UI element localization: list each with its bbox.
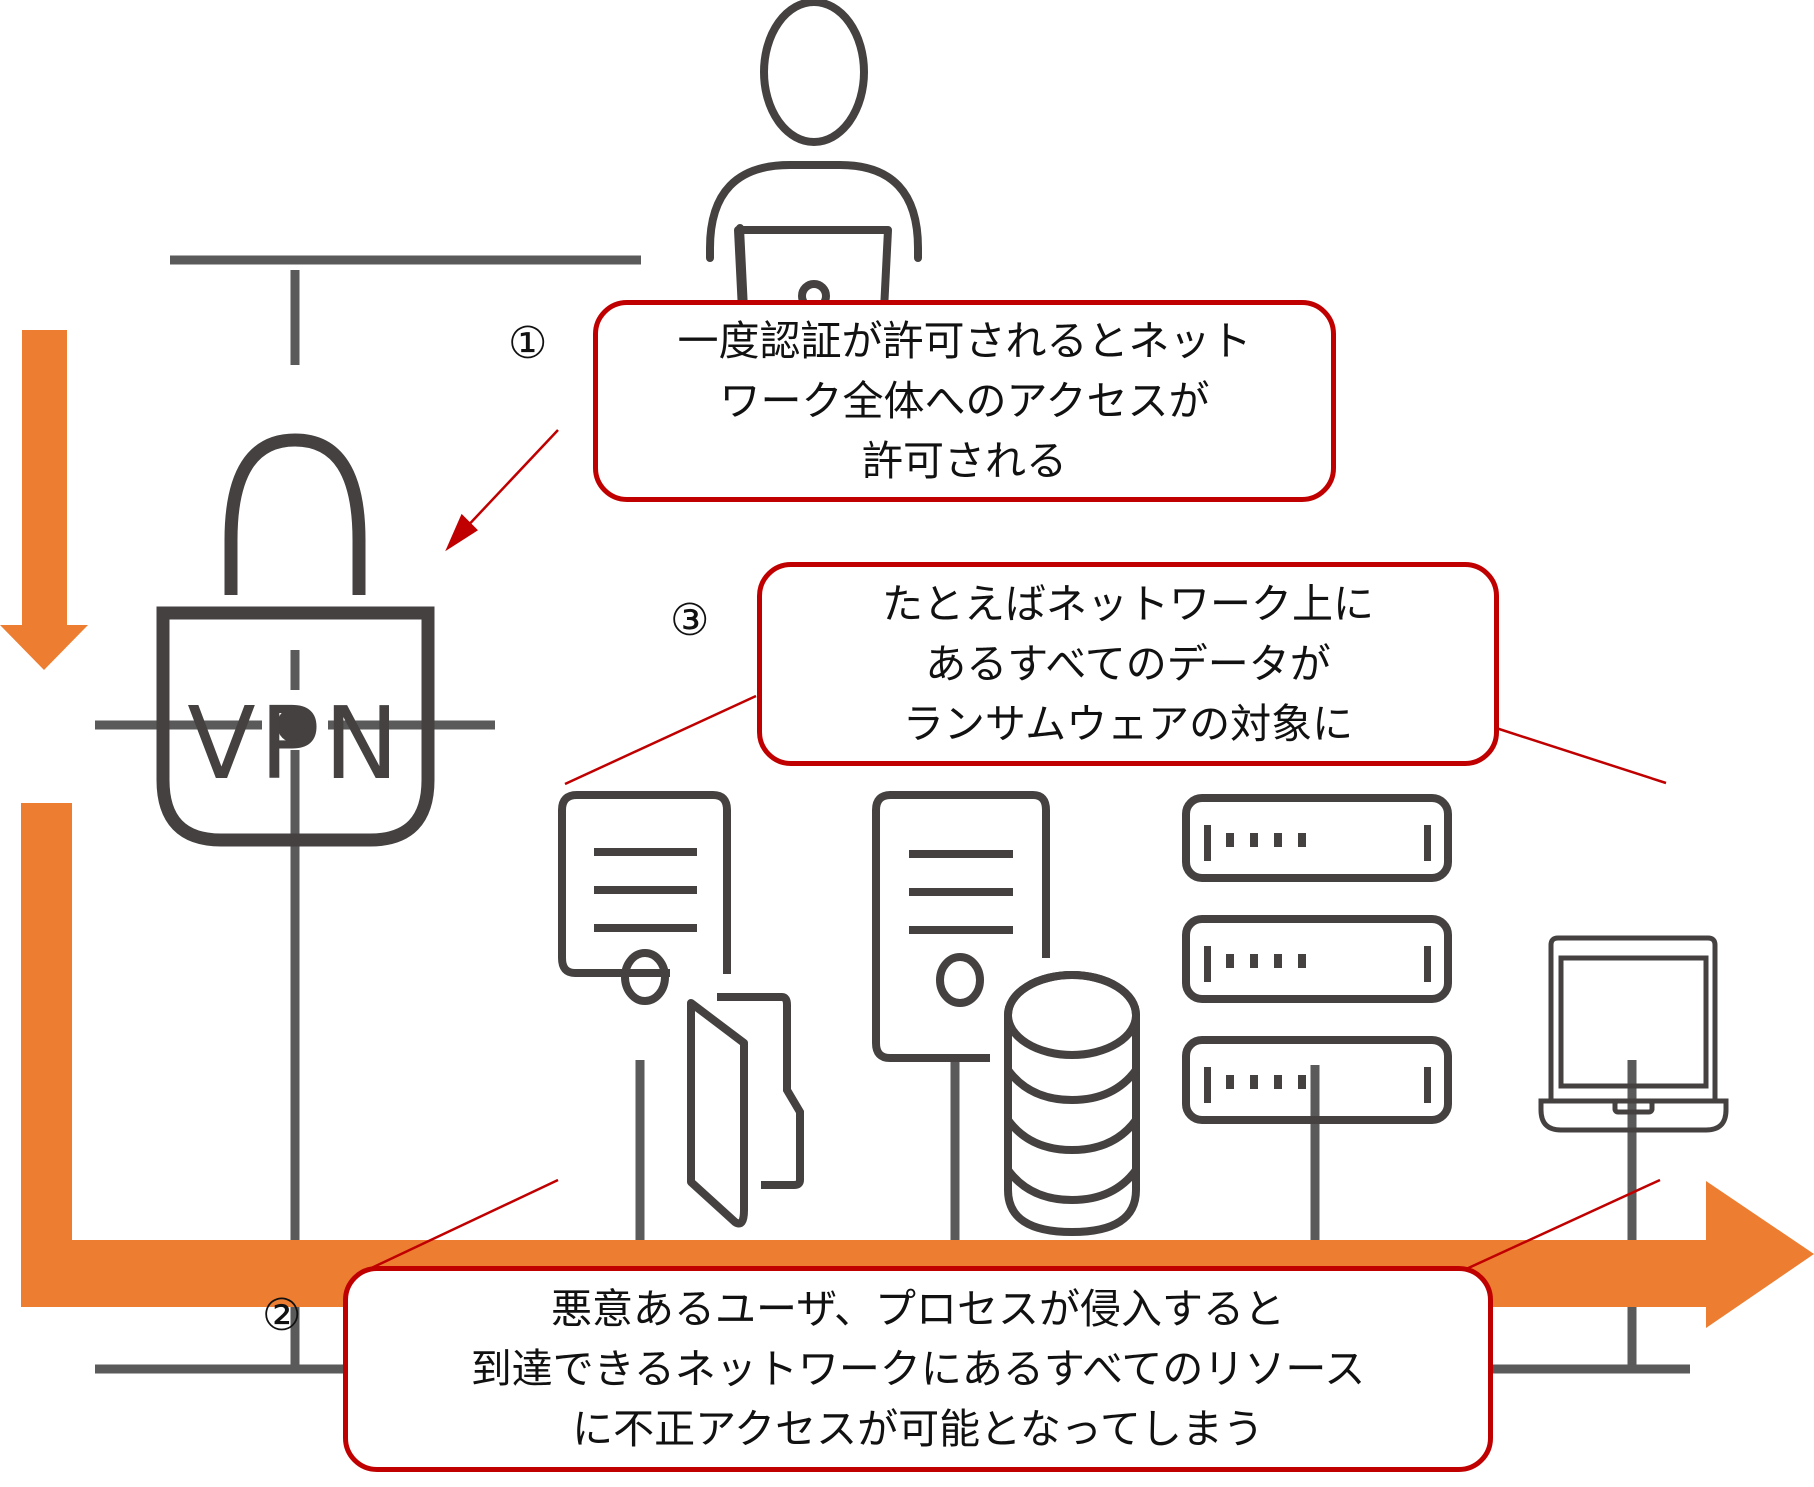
callout-3-number: ③ [670,595,710,646]
intrusion-spread-arrow [21,803,1814,1328]
pointer-2-left [362,1178,559,1274]
vpn-lock-icon [156,433,435,847]
network-node-dot [277,707,313,743]
callout-2-line-3: に不正アクセスが可能となってしまう [572,1405,1264,1453]
callout-3-line-3: ランサムウェアの対象に [902,700,1354,748]
callout-1-line-1: 一度認証が許可されるとネット [677,317,1252,365]
intrusion-flow-arrows [0,330,1814,1328]
callout-2: 悪意あるユーザ、プロセスが侵入すると 到達できるネットワークにあるすべてのリソー… [343,1266,1493,1472]
rack-server-stack-icon [1182,794,1452,1124]
server-with-folder-icon [558,791,804,1228]
callout-1-line-2: ワーク全体へのアクセスが [719,377,1210,425]
auth-down-arrow [0,330,88,670]
vpn-label: VPN [187,685,403,802]
laptop-icon [1538,935,1729,1133]
rack-indicators [1204,825,1431,1103]
callout-2-number: ② [262,1290,302,1341]
server-with-database-icon [872,791,1140,1237]
callout-1: 一度認証が許可されるとネット ワーク全体へのアクセスが 許可される [593,300,1336,502]
callout-pointers [362,429,1667,1274]
callout-3-line-1: たとえばネットワーク上に [882,580,1374,628]
callout-1-line-3: 許可される [862,437,1067,485]
callout-2-line-1: 悪意あるユーザ、プロセスが侵入すると [551,1285,1285,1333]
pointer-1-arrowhead [445,513,478,552]
callout-3: たとえばネットワーク上に あるすべてのデータが ランサムウェアの対象に [757,562,1499,766]
callout-1-number: ① [508,318,548,369]
pointer-2-right [1463,1178,1661,1272]
pointer-1 [461,429,559,533]
pointer-3-right [1495,726,1667,785]
pointer-3-left [564,694,757,786]
callout-3-line-2: あるすべてのデータが [925,640,1331,688]
callout-2-line-2: 到達できるネットワークにあるすべてのリソース [470,1345,1366,1393]
